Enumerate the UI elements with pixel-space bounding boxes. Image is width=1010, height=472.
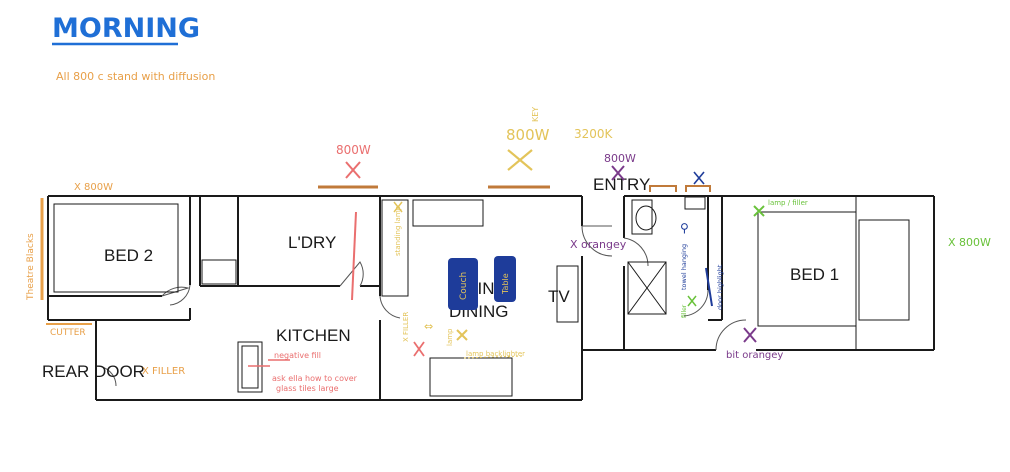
filler-living-arrows: ⇔ [424,320,433,333]
room-label-tv: TV [548,287,570,306]
light-800w-entry: 800W [604,152,636,165]
standing-lamp-label: standing lamp [394,205,402,256]
theatre-blacks-label: Theatre Blacks [26,233,36,301]
light-x-bit-orangey [743,327,757,343]
light-x-entry [611,165,625,181]
ask-ella-line-2: glass tiles large [276,384,339,393]
room-label-bed1: BED 1 [790,265,839,284]
room-label-laundry: L'DRY [288,233,336,252]
laundry-door-flag [351,211,357,301]
light-x-pink [345,161,361,179]
table-label: Table [501,273,510,295]
lamp-living-label: lamp [446,328,454,346]
negative-fill-label: negative fill [274,351,321,360]
light-800w-pink: 800W [336,143,371,157]
towel-hanging-label: towel hanging [680,244,688,290]
orangey-label: X orangey [570,238,627,251]
couch-label: Couch [459,272,469,300]
light-x-lamp-living [456,329,468,341]
light-x-living-pink [413,341,425,357]
room-label-kitchen: KITCHEN [276,326,351,345]
filler-living-label: X FILLER [402,312,410,342]
outer-walls [47,195,935,401]
fixtures [53,196,910,397]
cutter-label: CUTTER [50,328,86,338]
room-label-rear-door: REAR DOOR [42,362,145,381]
page-title: MORNING [52,13,200,44]
room-label-bed2: BED 2 [104,246,153,265]
light-x-standing-lamp [393,201,403,213]
couch-block [448,258,478,310]
ask-ella-line-1: ask ella how to cover [272,374,358,383]
lamp-filler-bed1-label: lamp / filler [768,199,808,207]
light-x-bath-filler [687,295,697,307]
key-800w: 800W [506,126,550,144]
lighting-note: All 800 c stand with diffusion [56,70,215,83]
lamp-backlighter-underline [463,355,523,359]
light-bar-entry-1 [649,185,677,192]
key-3200k: 3200K [574,127,614,141]
table-block [494,256,516,302]
interior-walls [48,195,723,400]
light-x-bed1-lamp [753,205,765,217]
door-highlight-label: door highlight [716,264,724,310]
filler-rear-door: X FILLER [142,366,185,377]
light-800w-bed2: X 800W [74,182,113,193]
bath-filler-label: filler [681,304,688,318]
door-highlight-flag [705,267,713,307]
lamp-backlighter-label: lamp backlighter [466,350,525,358]
light-800w-bed1: X 800W [948,236,991,249]
room-label-entry: ENTRY [593,175,650,194]
bit-orangey-label: bit orangey [726,350,783,361]
key-label: KEY [531,107,540,122]
doors [95,225,747,387]
bathroom-fixture-mark: ⚲ [680,221,689,235]
light-x-key [507,149,533,171]
light-x-bathroom [693,171,705,185]
light-bar-entry-2 [685,185,711,192]
